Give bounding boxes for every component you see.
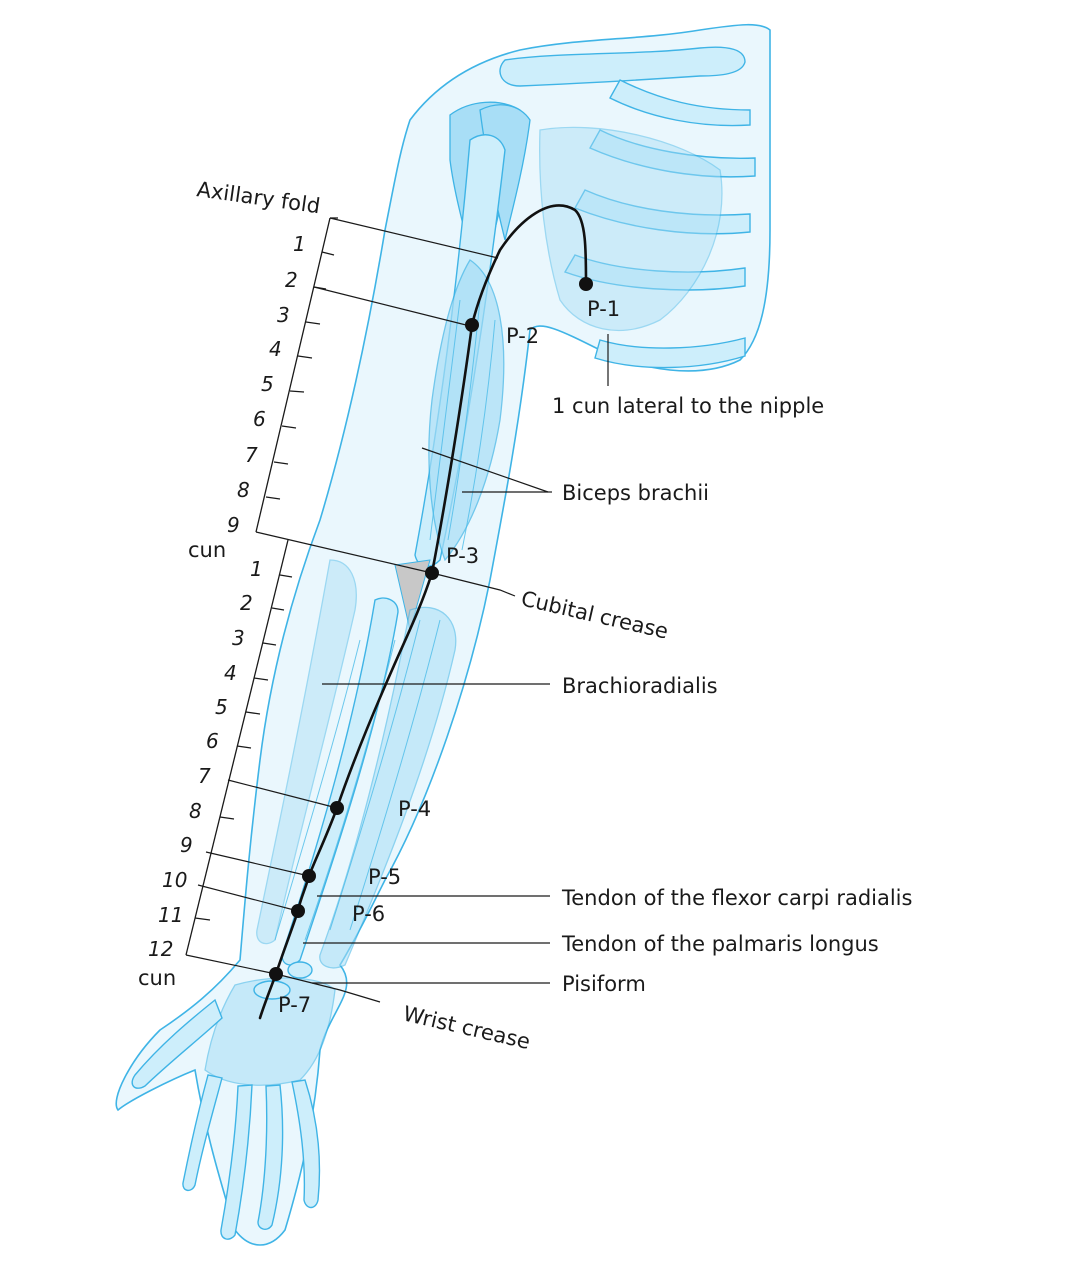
upper-arm-scale-labels: 1 2 3 4 5 6 7 8 9 cun [188,232,306,562]
thumb-bones [131,998,223,1089]
finger-little [182,1074,223,1192]
upper-scale-unit: cun [188,538,226,562]
upper-tick-2: 2 [285,268,298,292]
forearm-tick-12: 12 [148,937,173,961]
forearm-tick-2: 2 [240,591,253,615]
finger-ring [220,1084,253,1240]
label-biceps-brachii: Biceps brachii [562,481,709,505]
forearm-tick-1: 1 [250,557,263,581]
point-label-p5: P-5 [368,865,401,889]
label-cubital-crease: Cubital crease [519,586,671,643]
point-p4-marker[interactable] [330,801,344,815]
upper-tick-8: 8 [237,478,250,502]
upper-arm-ruler [255,217,338,533]
forearm-tick-7: 7 [198,764,211,788]
label-pisiform: Pisiform [562,972,646,996]
upper-tick-4: 4 [269,337,282,361]
upper-tick-6: 6 [253,407,266,431]
point-label-p7: P-7 [278,993,311,1017]
upper-tick-9: 9 [227,513,240,537]
rib-3 [574,189,751,235]
palm [204,977,336,1086]
rib-4 [563,254,746,291]
forearm-tick-3: 3 [232,626,245,650]
forearm-scale-unit: cun [138,966,176,990]
forearm-tick-10: 10 [162,868,187,892]
forearm-tick-4: 4 [224,661,237,685]
point-p5-marker[interactable] [302,869,316,883]
finger-index [291,1079,321,1209]
forearm-tick-11: 11 [158,903,183,927]
point-label-p6: P-6 [352,902,385,926]
label-nipple-note: 1 cun lateral to the nipple [552,394,824,418]
label-fcr-tendon: Tendon of the flexor carpi radialis [561,886,912,910]
point-p2-marker[interactable] [465,318,479,332]
acupoints [269,277,593,981]
point-label-p4: P-4 [398,797,431,821]
point-p6-marker[interactable] [291,904,305,918]
label-axillary-fold: Axillary fold [195,177,321,218]
clavicle-bone [499,46,746,87]
upper-tick-1: 1 [293,232,306,256]
upper-tick-3: 3 [277,303,290,327]
point-p3-marker[interactable] [425,566,439,580]
upper-tick-7: 7 [245,443,258,467]
label-brachioradialis: Brachioradialis [562,674,718,698]
rib-5 [594,337,746,369]
point-p1-marker[interactable] [579,277,593,291]
label-palmaris-tendon: Tendon of the palmaris longus [561,932,879,956]
leader-lines [185,217,609,1003]
forearm-tick-9: 9 [180,833,193,857]
point-label-p1: P-1 [587,297,620,321]
pisiform-bone [287,961,313,979]
point-p7-marker[interactable] [269,967,283,981]
cubital-fossa [394,559,431,631]
forearm-muscle [319,606,457,969]
forearm-tick-8: 8 [189,799,202,823]
label-wrist-crease: Wrist crease [401,1001,533,1054]
rib-1 [609,79,751,127]
upper-tick-5: 5 [261,372,274,396]
rib-2 [589,129,756,178]
forearm-scale-labels: 1 2 3 4 5 6 7 8 9 10 11 12 cun [138,557,263,990]
forearm-tick-6: 6 [206,729,219,753]
finger-middle [257,1084,284,1230]
point-labels: P-1 P-2 P-3 P-4 P-5 P-6 P-7 [278,297,620,1017]
point-label-p2: P-2 [506,324,539,348]
point-label-p3: P-3 [446,544,479,568]
forearm-tick-5: 5 [215,695,228,719]
arm-illustration [115,23,771,1246]
